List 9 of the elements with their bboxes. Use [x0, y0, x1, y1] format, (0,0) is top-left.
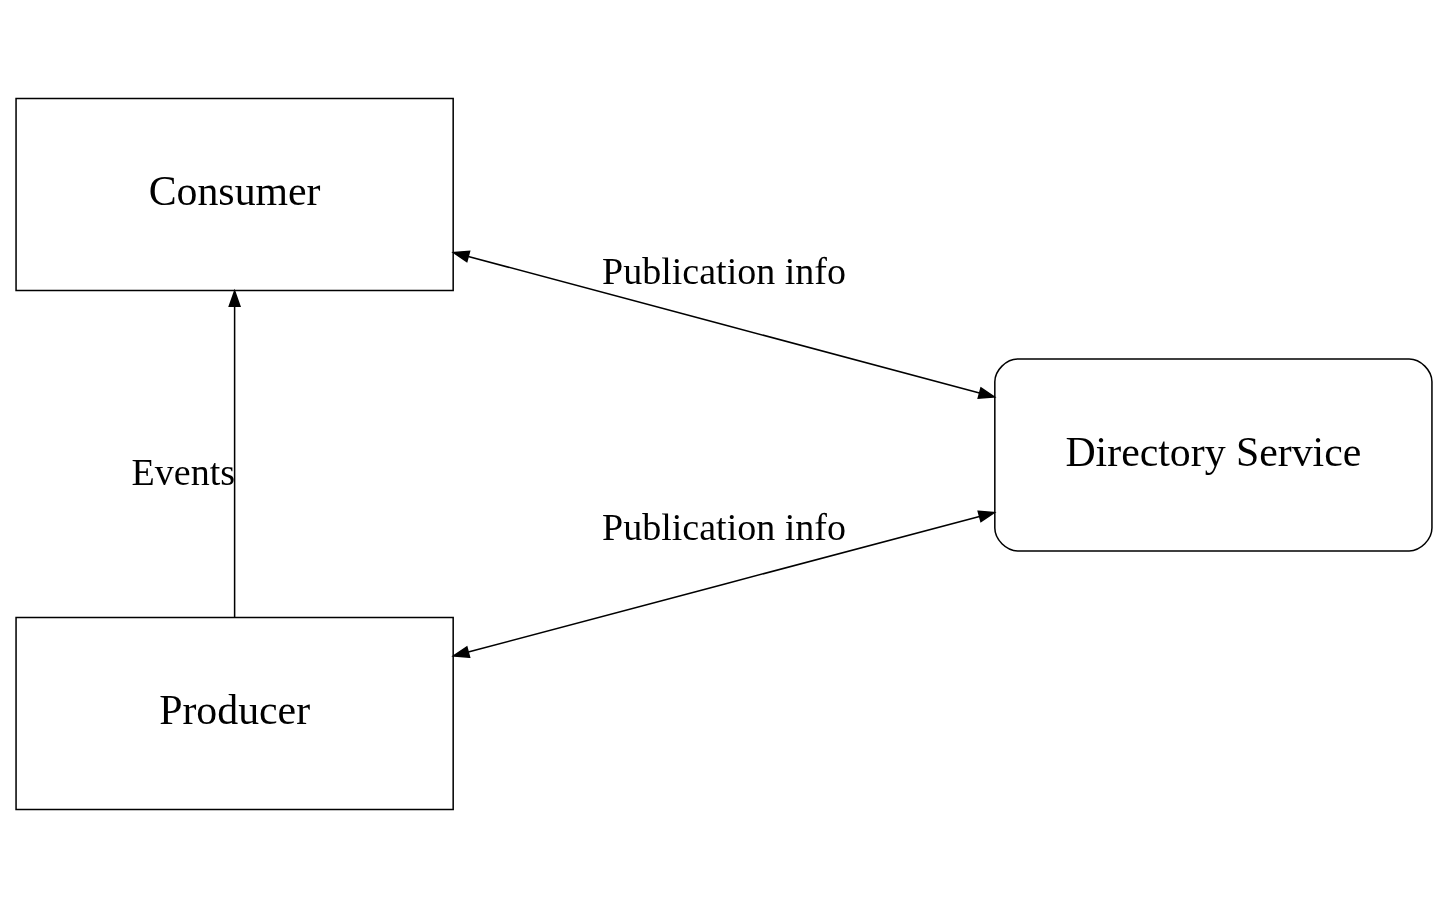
node-box: Producer: [15, 616, 454, 810]
node-box: Directory Service: [994, 357, 1433, 552]
arrow: [451, 509, 997, 658]
edge-label: Publication info: [602, 505, 846, 548]
edge-label: Events: [131, 450, 236, 493]
arrow: [451, 249, 997, 399]
node-box: Consumer: [15, 97, 454, 291]
arrow: [228, 288, 241, 618]
edge-label: Publication info: [602, 249, 846, 292]
